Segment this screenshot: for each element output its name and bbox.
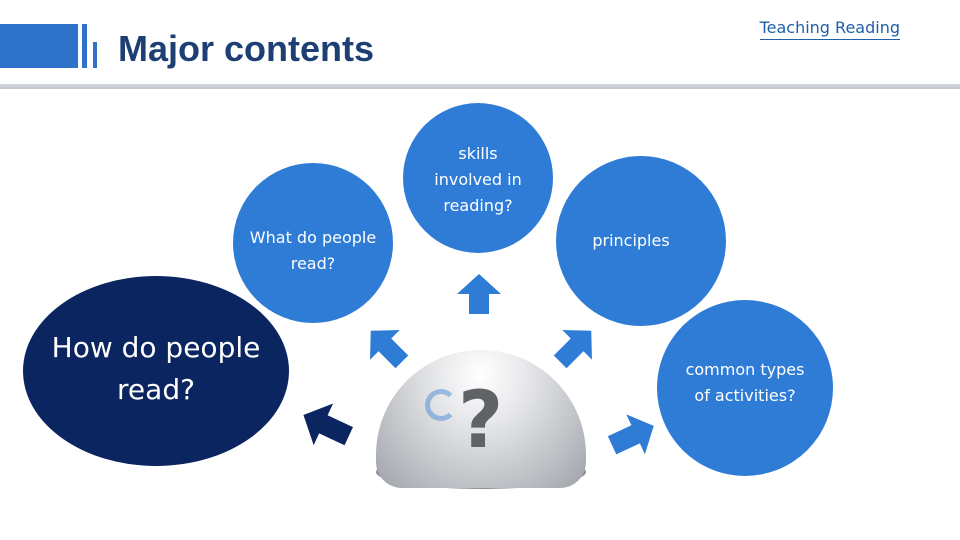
arrow-left-icon	[296, 398, 358, 454]
node-label-line: read?	[117, 373, 195, 406]
node-label-line: involved in	[434, 167, 521, 193]
swirl-icon	[425, 389, 457, 421]
node-principles: principles	[556, 156, 726, 326]
node-label-line: read?	[250, 251, 376, 277]
node-skills-involved: skills involved in reading?	[403, 103, 553, 253]
logo-stripe	[82, 24, 87, 68]
node-what-do-people-read: What do people read?	[233, 163, 393, 323]
logo-block	[0, 24, 78, 68]
node-label-line: reading?	[434, 193, 521, 219]
node-label-line: What do people	[250, 225, 376, 251]
node-label-line: of activities?	[686, 383, 805, 409]
arrow-up-left-icon	[362, 322, 412, 372]
page-title: Major contents	[118, 28, 374, 70]
node-label-line: skills	[434, 141, 521, 167]
arrow-up-icon	[455, 272, 503, 316]
node-how-do-people-read: How do people read?	[23, 276, 289, 466]
node-common-types-of-activities: common types of activities?	[657, 300, 833, 476]
header-divider	[0, 84, 960, 89]
node-label-line: common types	[686, 357, 805, 383]
logo-stripe	[93, 42, 97, 68]
arrow-right-icon	[604, 410, 660, 462]
question-mark-icon: ?	[458, 382, 503, 460]
node-label-line: How do people	[52, 331, 261, 364]
node-label-line: principles	[592, 228, 669, 254]
arrow-up-right-icon	[550, 322, 600, 372]
header-subtitle: Teaching Reading	[760, 18, 900, 40]
